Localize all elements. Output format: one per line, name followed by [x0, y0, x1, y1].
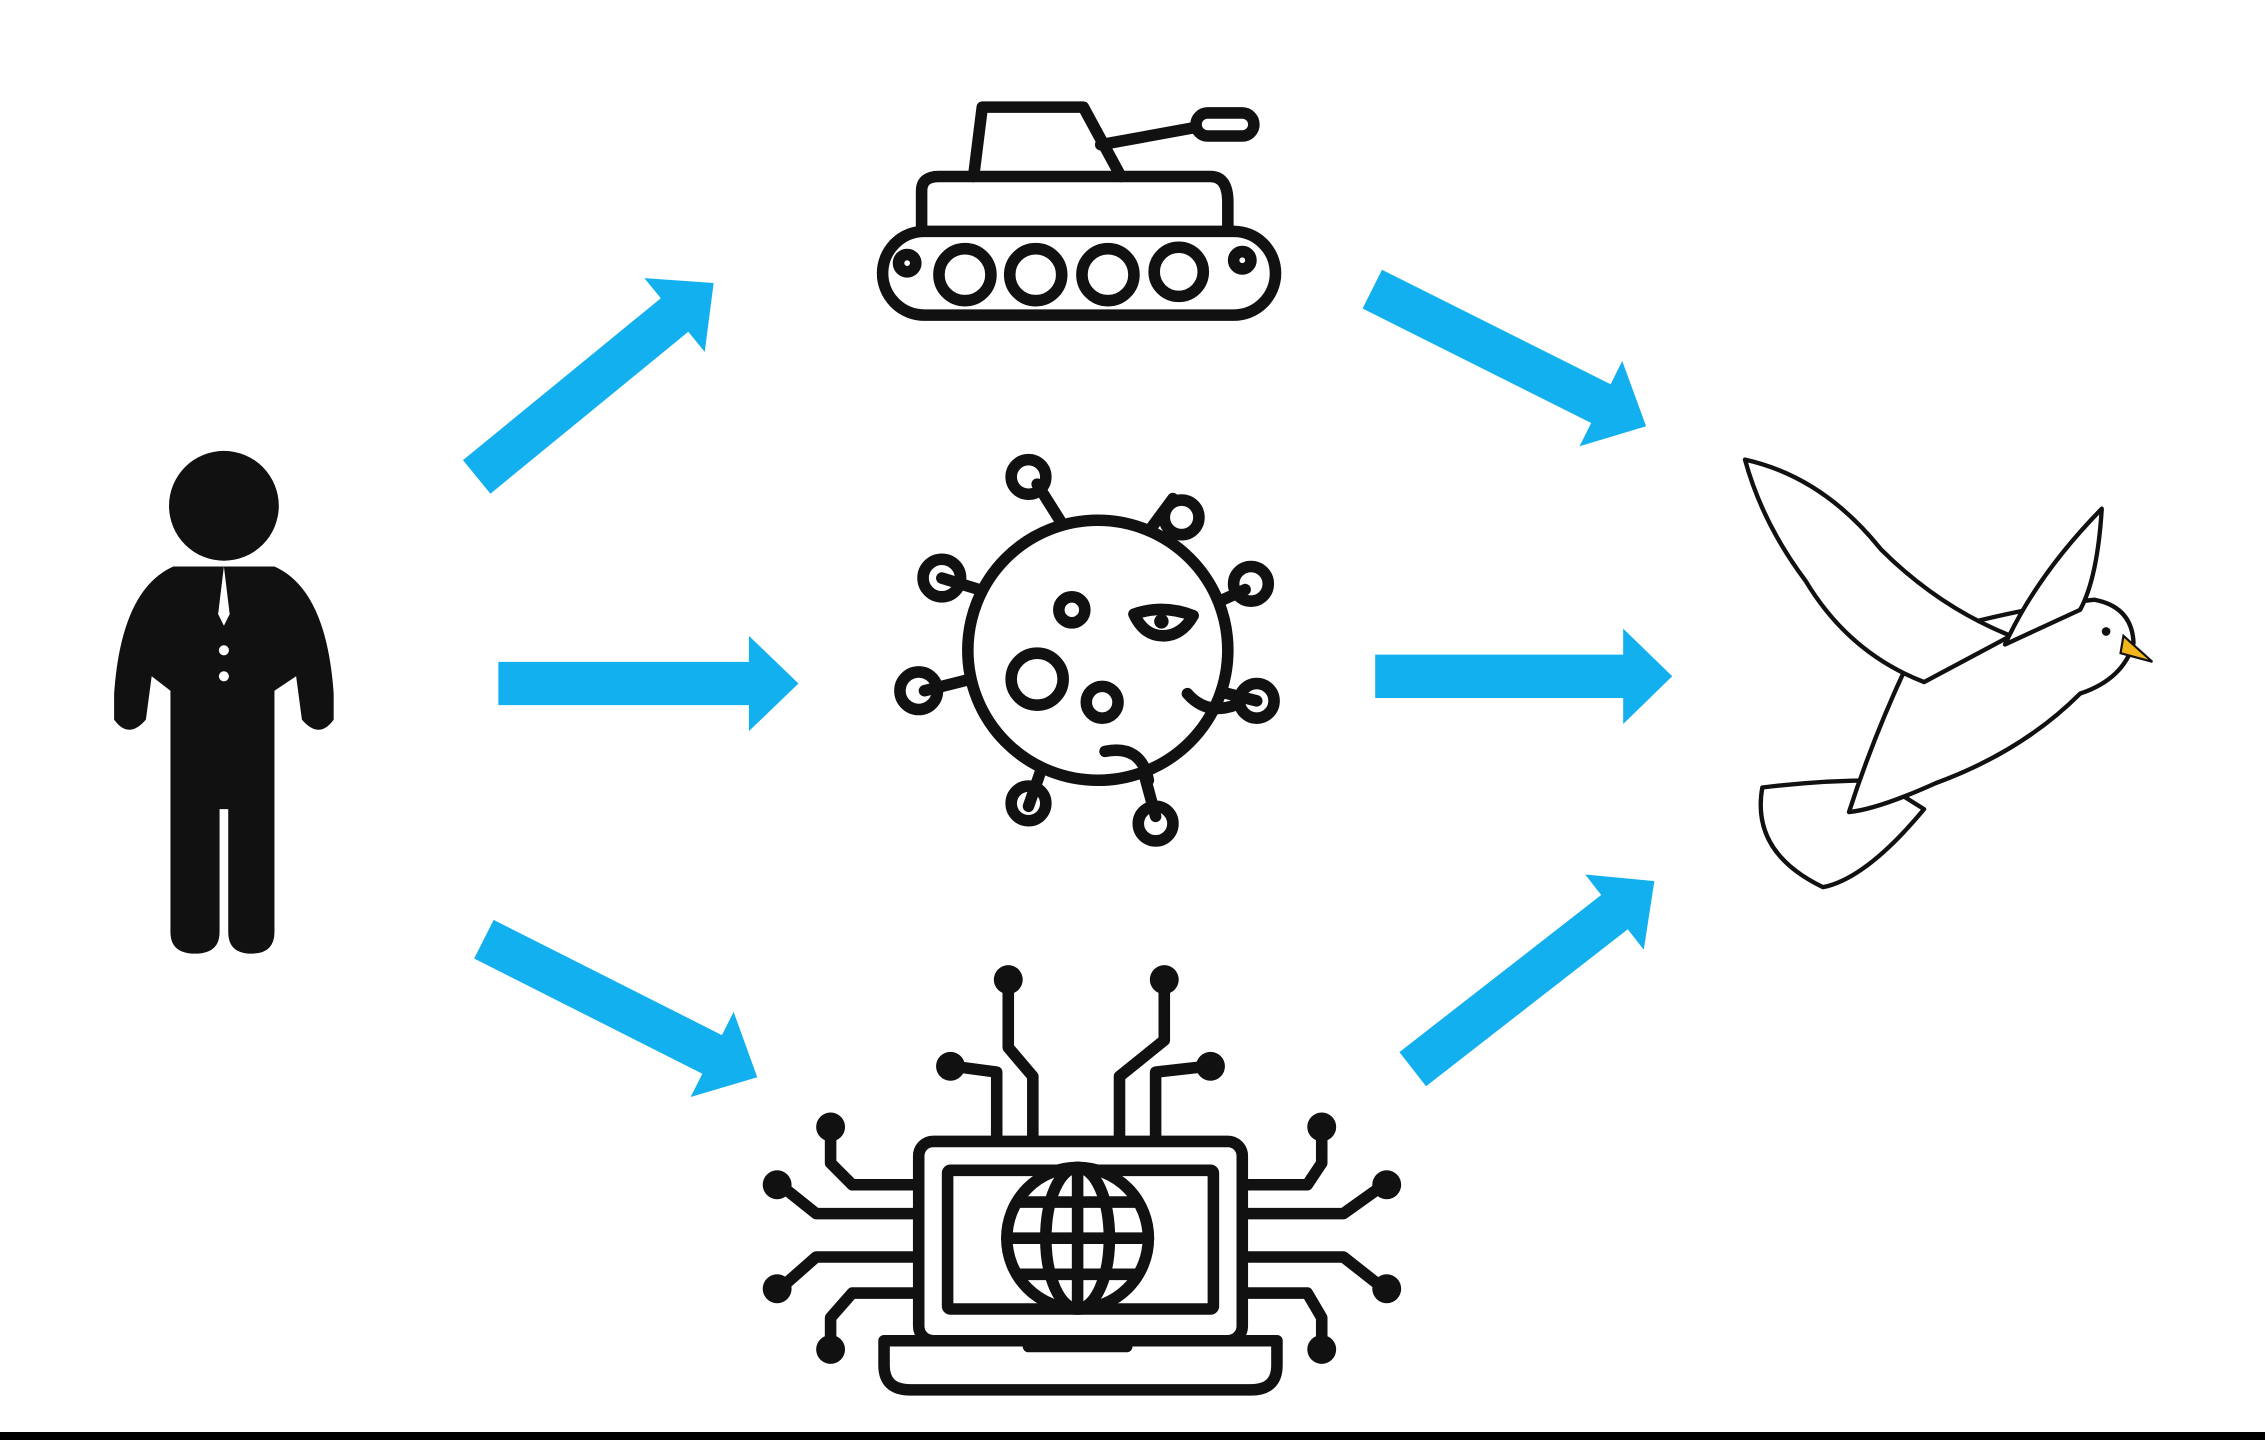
- person-icon: [114, 450, 334, 954]
- arrow-tank-to-dove: [1350, 246, 1668, 469]
- bottom-border: [0, 1432, 2265, 1440]
- beak: [2119, 633, 2154, 663]
- tank-icon: [876, 101, 1282, 321]
- virus-icon: [894, 453, 1280, 847]
- arrow-person-to-virus: [498, 635, 799, 732]
- dove-icon: [1742, 457, 2154, 890]
- globe-icon: [1001, 1161, 1155, 1315]
- arrow-virus-to-dove: [1375, 628, 1673, 724]
- arrow-person-to-tank: [446, 246, 744, 514]
- arrow-person-to-computer: [462, 896, 779, 1120]
- networked-laptop-icon: [762, 965, 1402, 1396]
- arrow-computer-to-dove: [1383, 843, 1684, 1107]
